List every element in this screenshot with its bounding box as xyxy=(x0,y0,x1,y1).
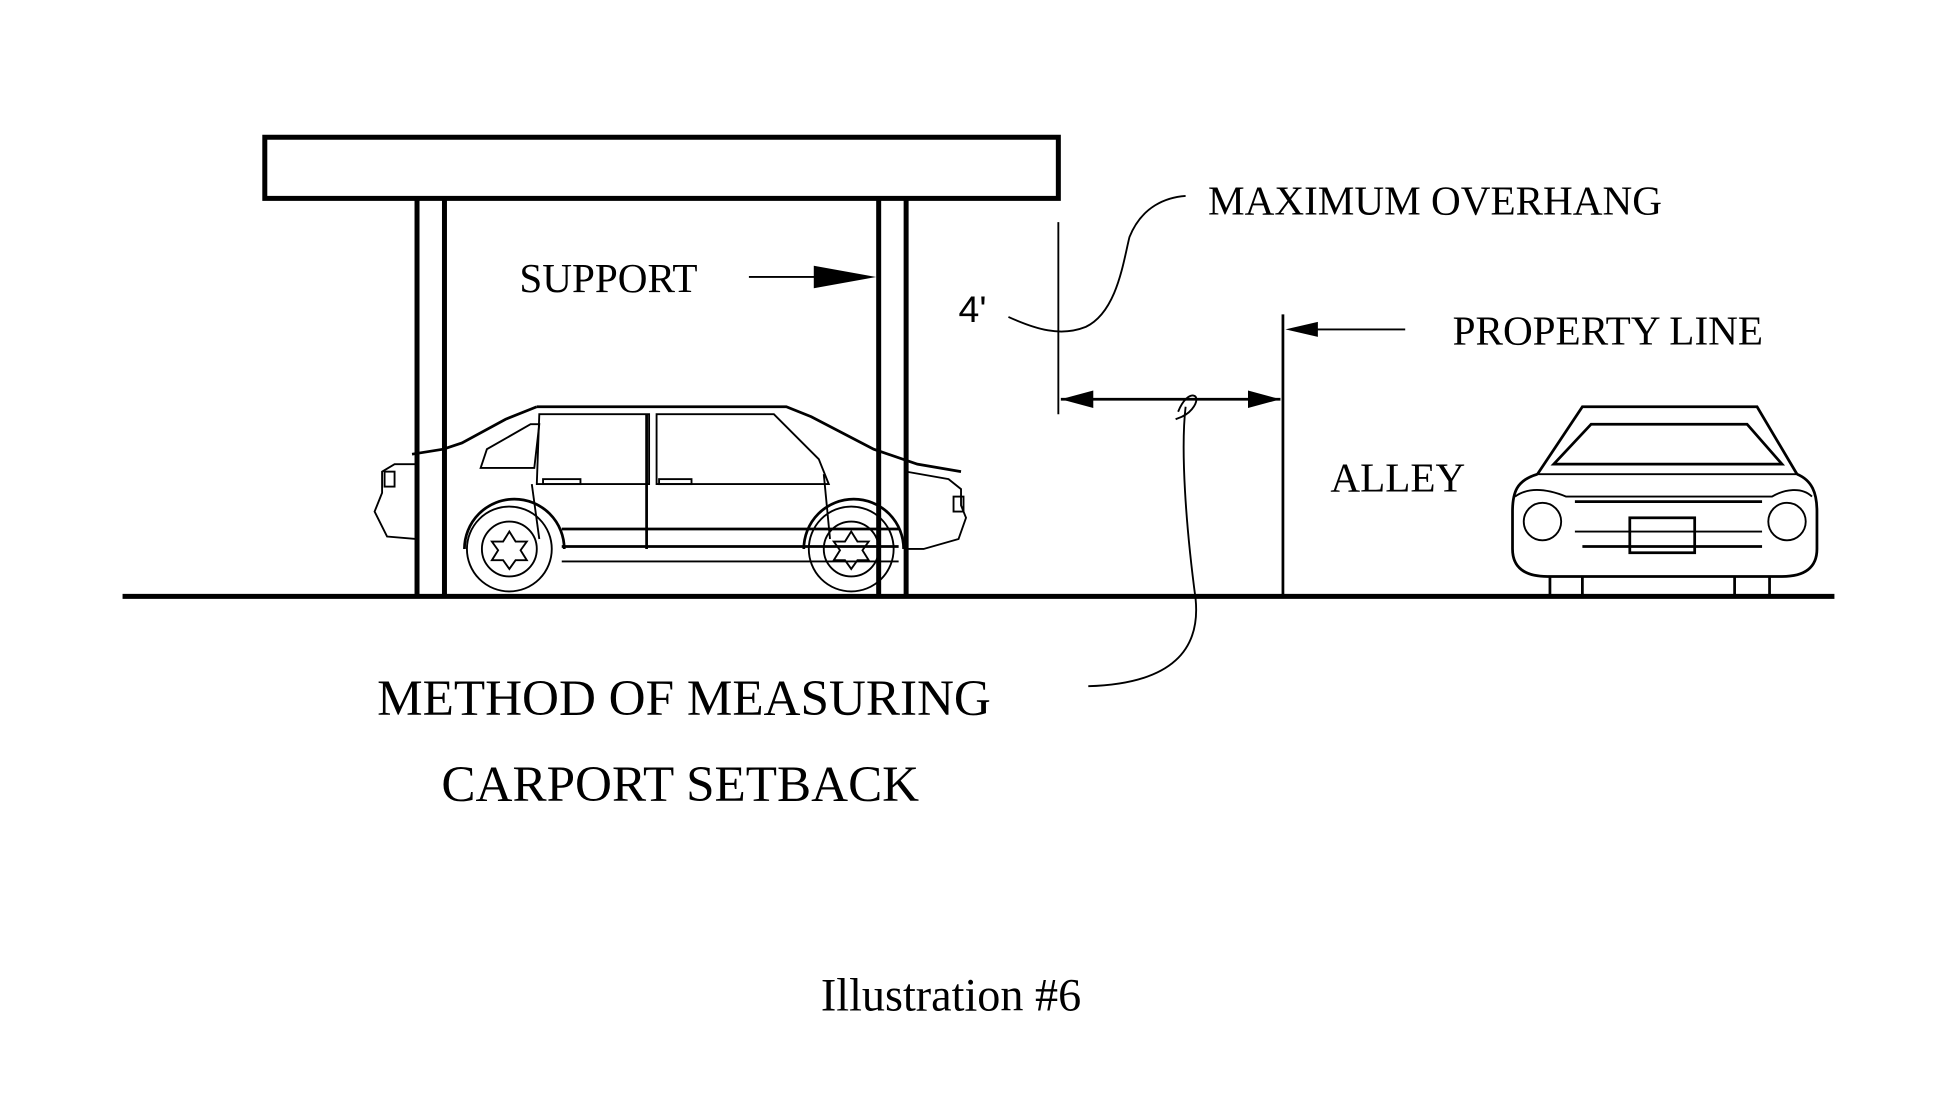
maximum-overhang-label: MAXIMUM OVERHANG xyxy=(1208,178,1662,224)
diagram-title-line-1: METHOD OF MEASURING xyxy=(377,670,991,727)
overhang-leader-line xyxy=(1008,194,1186,333)
dimension-label: 4' xyxy=(959,288,987,330)
carport-roof xyxy=(262,134,1061,201)
illustration-caption: Illustration #6 xyxy=(821,970,1081,1021)
setback-dimension-line xyxy=(1060,390,1281,409)
title-leader-line xyxy=(1088,394,1198,688)
side-view-car xyxy=(373,405,968,593)
support-arrow-icon xyxy=(748,265,877,289)
rear-wheel xyxy=(463,497,566,593)
property-line-label: PROPERTY LINE xyxy=(1453,307,1763,353)
front-view-car xyxy=(1511,405,1819,597)
alley-label: ALLEY xyxy=(1330,455,1465,501)
front-wheel xyxy=(802,497,906,593)
property-line-arrow-icon xyxy=(1285,321,1406,337)
support-label: SUPPORT xyxy=(519,255,697,301)
carport-post-left xyxy=(414,198,447,597)
diagram-title-line-2: CARPORT SETBACK xyxy=(441,756,919,813)
